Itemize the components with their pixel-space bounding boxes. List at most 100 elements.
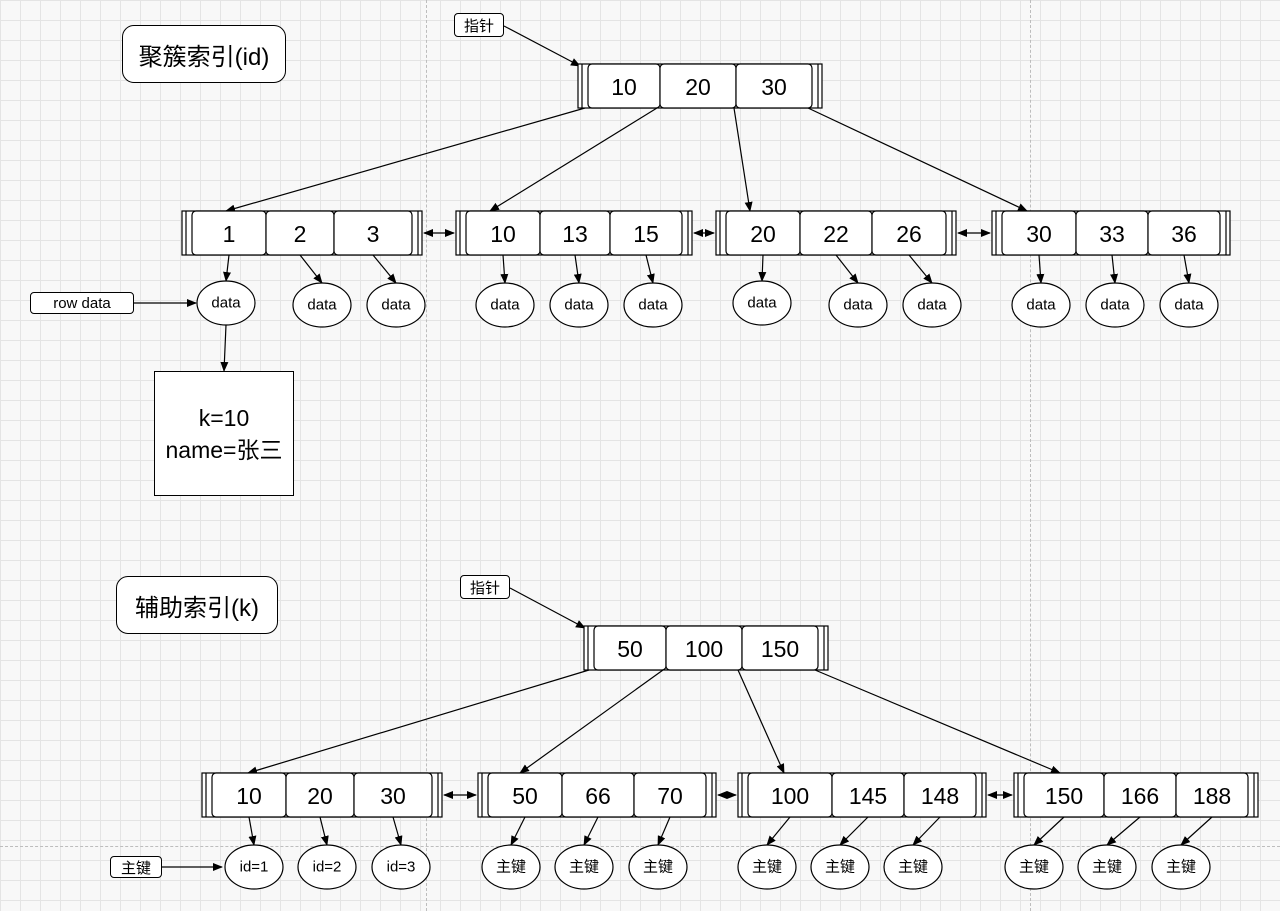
secondary-value-ellipse [1004,844,1064,890]
clustered-value-edge [758,254,767,282]
clustered-root-key: 20 [685,74,711,100]
clustered-pointer-label: 指针 [454,13,504,37]
clustered-leaf-2-key-cell [609,210,683,256]
clustered-data-ellipse-label: data [490,297,520,314]
secondary-leaf-2-key: 50 [512,783,538,809]
secondary-value-edge [1106,816,1141,846]
secondary-value-ellipse [1151,844,1211,890]
clustered-value-edge [299,254,323,284]
secondary-value-ellipse-label: 主键 [825,859,855,876]
clustered-edge-4 [807,107,1028,212]
secondary-edge-3 [737,669,785,774]
clustered-leaf-3-key: 20 [750,221,776,247]
row-data-label: row data [30,292,134,314]
secondary-leaf-1-key: 10 [236,783,262,809]
clustered-data-ellipse [1159,282,1219,328]
clustered-data-ellipse [549,282,609,328]
clustered-value-edge [573,254,582,284]
clustered-leaf-3-key: 26 [896,221,922,247]
clustered-data-ellipse [902,282,962,328]
clustered-edge-1 [225,107,586,213]
clustered-data-ellipse [732,280,792,326]
secondary-leaf-3-key: 148 [921,783,959,809]
record-line-name: name=张三 [165,436,283,463]
clustered-data-ellipse [1011,282,1071,328]
clustered-leaf-4-key-cell [1147,210,1221,256]
secondary-value-edge [1033,816,1065,846]
clustered-leaf-1-key-cell [333,210,413,256]
secondary-value-ellipse-label: 主键 [569,859,599,876]
secondary-value-ellipse [1077,844,1137,890]
clustered-data-ellipse-label: data [1174,297,1204,314]
record-line-k: k=10 [198,404,250,431]
secondary-value-ellipse-label: 主键 [898,859,928,876]
secondary-value-edge [392,816,403,846]
secondary-index-title: 辅助索引(k) [116,576,278,634]
secondary-value-edge [248,816,257,846]
clustered-root-key-cell [735,63,813,109]
secondary-value-ellipse-label: 主键 [1092,859,1122,876]
secondary-root-key: 50 [617,636,643,662]
clustered-leaf-4-key: 30 [1026,221,1052,247]
clustered-leaf-1-key: 3 [367,221,380,247]
clustered-leaf-1-key: 2 [294,221,307,247]
secondary-leaf-1-key-cell [353,772,433,818]
clustered-data-ellipse-label: data [381,297,411,314]
secondary-value-ellipse-label: id=2 [313,859,342,876]
clustered-data-ellipse [623,282,683,328]
clustered-root-key: 10 [611,74,637,100]
clustered-edge-3 [733,107,753,212]
secondary-edge-2 [519,669,664,774]
secondary-value-edge [583,816,599,846]
clustered-data-ellipse [366,282,426,328]
secondary-value-ellipse-label: 主键 [643,859,673,876]
tree-edges [134,25,1213,871]
row-record-box: k=10 name=张三 [154,371,294,496]
clustered-data-ellipse-label: data [307,297,337,314]
secondary-leaf-2-key: 66 [585,783,611,809]
clustered-leaf-2-key: 15 [633,221,659,247]
secondary-leaf-4-key-cell [1175,772,1249,818]
secondary-leaf-3-key-cell [903,772,977,818]
secondary-value-ellipse [481,844,541,890]
clustered-data-ellipse [1085,282,1145,328]
secondary-value-ellipse [883,844,943,890]
secondary-value-edge [766,816,791,846]
secondary-value-edge [1180,816,1213,846]
secondary-value-ellipse-label: 主键 [1019,859,1049,876]
clustered-data-ellipse-label: data [564,297,594,314]
clustered-value-edge [908,254,933,284]
secondary-leaf-3-key: 100 [771,783,809,809]
clustered-value-edge [500,254,509,284]
secondary-leaf-3-key: 145 [849,783,887,809]
secondary-value-ellipse [554,844,614,890]
secondary-value-ellipse [297,844,357,890]
secondary-root-key: 100 [685,636,723,662]
clustered-value-edge [223,254,232,282]
secondary-value-ellipse-label: id=3 [387,859,416,876]
secondary-pointer-label: 指针 [460,575,510,599]
clustered-data-ellipse [292,282,352,328]
clustered-data-ellipse-label: data [843,297,873,314]
clustered-data-ellipse-label: data [917,297,947,314]
secondary-edge-4 [814,669,1061,774]
secondary-pointer-arrow [509,587,586,629]
clustered-value-edge [372,254,397,284]
secondary-value-ellipse-label: 主键 [1166,859,1196,876]
clustered-data-ellipse-label: data [1026,297,1056,314]
guide-line-vertical-1 [426,0,427,911]
clustered-data-ellipse-label: data [638,297,668,314]
secondary-value-ellipse [737,844,797,890]
clustered-edge-2 [489,107,658,212]
secondary-leaf-4-key: 166 [1121,783,1159,809]
secondary-leaf-4-key: 150 [1045,783,1083,809]
secondary-value-edge [912,816,941,846]
clustered-data-ellipse-label: data [1100,297,1130,314]
clustered-value-edge [835,254,859,284]
secondary-value-ellipse [224,844,284,890]
clustered-leaf-3-key: 22 [823,221,849,247]
clustered-leaf-1-key: 1 [223,221,236,247]
clustered-leaf-4-key: 36 [1171,221,1197,247]
